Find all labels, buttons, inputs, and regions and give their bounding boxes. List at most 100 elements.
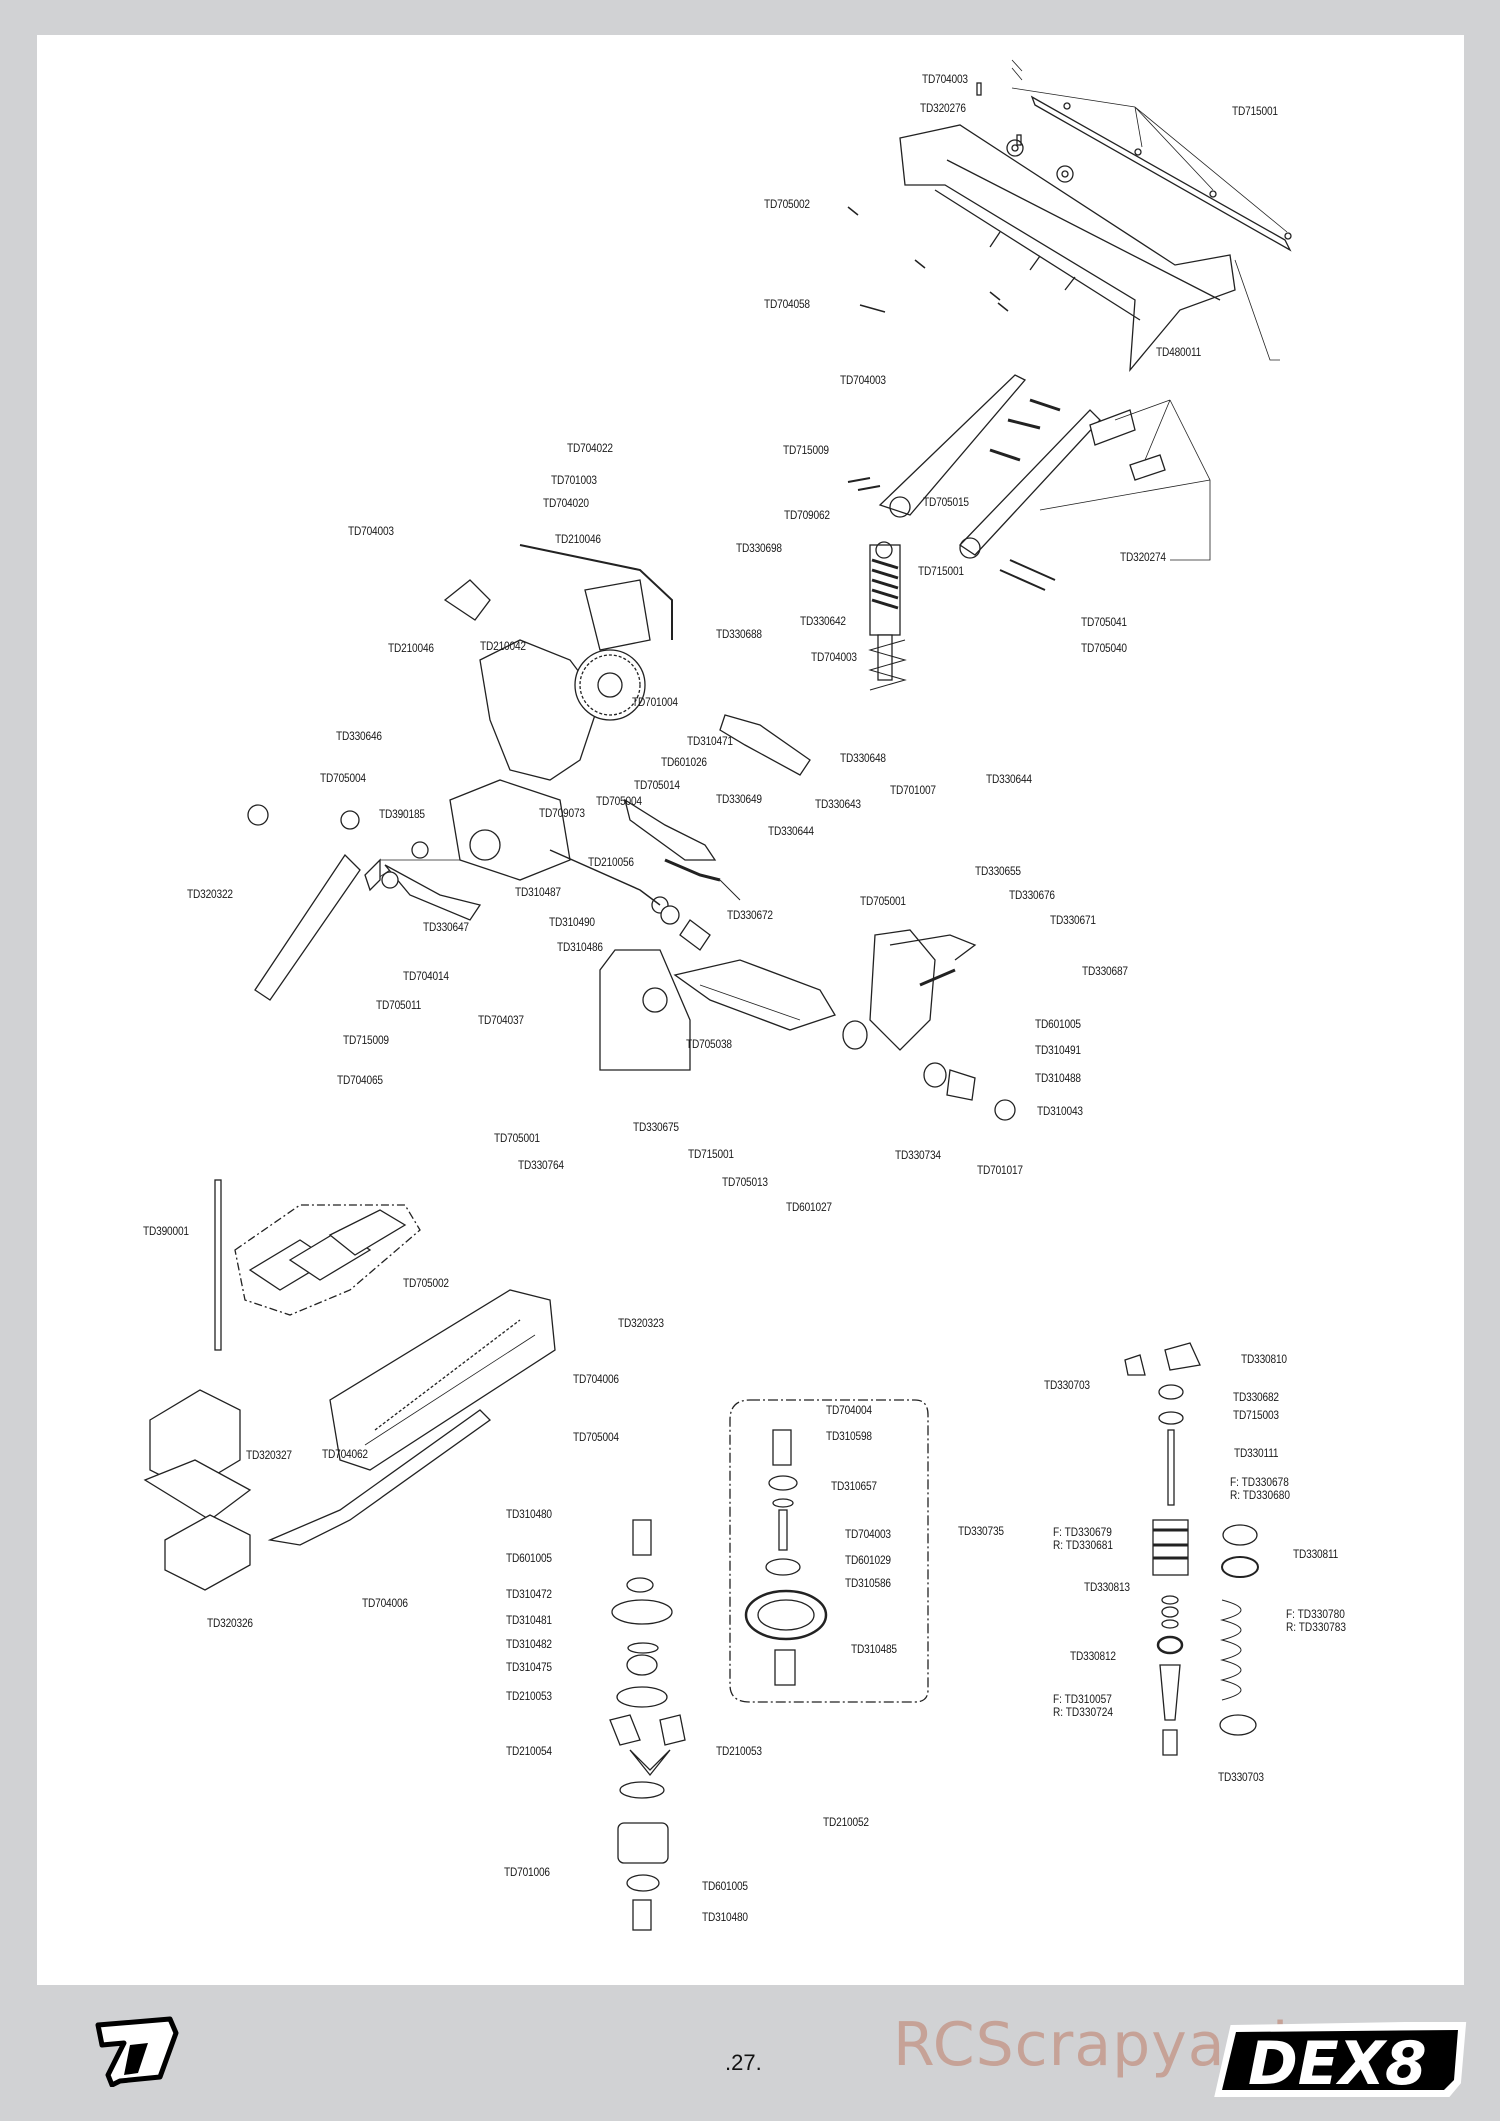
part-label: TD330646: [336, 731, 382, 743]
part-label: TD701004: [632, 697, 678, 709]
part-label: TD715003: [1233, 1410, 1279, 1422]
center-diff-drawing: [609, 1519, 686, 1931]
part-label: TD210053: [716, 1746, 762, 1758]
part-label: F: TD330780 R: TD330783: [1286, 1609, 1347, 1634]
part-label: TD480011: [1156, 347, 1202, 359]
part-label: TD601005: [702, 1881, 748, 1893]
part-label: TD330813: [1084, 1582, 1130, 1594]
part-label: TD330764: [518, 1160, 564, 1172]
dex8-model-logo: DEX8: [1214, 2022, 1467, 2097]
part-label: TD705004: [320, 773, 366, 785]
model-logo-text: DEX8: [1248, 2029, 1427, 2097]
part-label: TD330687: [1082, 966, 1128, 978]
part-label: TD704020: [543, 498, 589, 510]
part-label: TD704037: [478, 1015, 524, 1027]
part-label: TD310481: [506, 1615, 552, 1627]
part-label: TD330703: [1044, 1380, 1090, 1392]
part-label: TD705004: [596, 796, 642, 808]
part-label: TD705013: [722, 1177, 768, 1189]
part-label: TD330688: [716, 629, 762, 641]
part-label: TD705004: [573, 1432, 619, 1444]
part-label: TD715001: [918, 566, 964, 578]
part-label: TD210053: [506, 1691, 552, 1703]
part-label: TD330698: [736, 543, 782, 555]
part-label: TD704006: [362, 1598, 408, 1610]
part-label: F: TD330679 R: TD330681: [1053, 1527, 1114, 1552]
part-label: TD704022: [567, 443, 613, 455]
wing-mount-drawing: [847, 374, 1211, 591]
part-label: TD310598: [826, 1431, 872, 1443]
part-label: TD715009: [343, 1035, 389, 1047]
part-label: TD704003: [922, 74, 968, 86]
part-label: TD704004: [826, 1405, 872, 1417]
part-label: TD330735: [958, 1526, 1004, 1538]
part-label: TD601029: [845, 1555, 891, 1567]
rear-shock-drawing: [868, 541, 907, 691]
spur-gear-drawing: [729, 1399, 929, 1703]
part-label: TD320326: [207, 1618, 253, 1630]
part-label: TD310480: [702, 1912, 748, 1924]
part-label: TD701017: [977, 1165, 1023, 1177]
part-label: TD330644: [768, 826, 814, 838]
part-label: TD320323: [618, 1318, 664, 1330]
part-label: TD715009: [783, 445, 829, 457]
part-label: TD709073: [539, 808, 585, 820]
part-label: TD310485: [851, 1644, 897, 1656]
part-label: TD330676: [1009, 890, 1055, 902]
page-number: .27.: [725, 2050, 762, 2075]
shock-exploded-drawing: [1124, 1342, 1259, 1756]
part-label: TD330810: [1241, 1354, 1287, 1366]
part-label: TD210056: [588, 857, 634, 869]
part-label: TD330675: [633, 1122, 679, 1134]
part-label: TD705040: [1081, 643, 1127, 655]
part-label: F: TD330678 R: TD330680: [1230, 1477, 1291, 1502]
part-label: TD601005: [1035, 1019, 1081, 1031]
part-label: TD705001: [860, 896, 906, 908]
part-label: TD330682: [1233, 1392, 1279, 1404]
part-label: TD310475: [506, 1662, 552, 1674]
part-label: TD310488: [1035, 1073, 1081, 1085]
part-label: TD210046: [388, 643, 434, 655]
rear-gearbox-drawing: [247, 544, 811, 1001]
part-label: TD210054: [506, 1746, 552, 1758]
part-label: TD310487: [515, 887, 561, 899]
part-label: TD701007: [890, 785, 936, 797]
part-label: TD705002: [403, 1278, 449, 1290]
part-label: TD310482: [506, 1639, 552, 1651]
part-label: TD705041: [1081, 617, 1127, 629]
part-label: TD330734: [895, 1150, 941, 1162]
part-label: TD330672: [727, 910, 773, 922]
part-label: TD704014: [403, 971, 449, 983]
part-label: TD705038: [686, 1039, 732, 1051]
part-label: TD310491: [1035, 1045, 1081, 1057]
part-label: TD330647: [423, 922, 469, 934]
rear-suspension-drawing: [599, 929, 1016, 1121]
part-label: TD320276: [920, 103, 966, 115]
part-label: TD330648: [840, 753, 886, 765]
part-label: TD705001: [494, 1133, 540, 1145]
part-label: TD705011: [376, 1000, 422, 1012]
radio-tray-drawing: [143, 1179, 556, 1591]
part-label: TD704006: [573, 1374, 619, 1386]
rear-wing-drawing: [847, 59, 1292, 372]
part-label: TD715001: [688, 1149, 734, 1161]
part-label: TD320322: [187, 889, 233, 901]
part-label: TD310586: [845, 1578, 891, 1590]
part-label: TD701003: [551, 475, 597, 487]
part-label: TD210042: [480, 641, 526, 653]
part-label: TD390185: [379, 809, 425, 821]
part-label: TD310490: [549, 917, 595, 929]
part-label: TD310480: [506, 1509, 552, 1521]
part-label: TD310472: [506, 1589, 552, 1601]
part-label: TD704003: [348, 526, 394, 538]
part-label: TD210052: [823, 1817, 869, 1829]
part-label: TD210046: [555, 534, 601, 546]
part-label: TD704058: [764, 299, 810, 311]
part-label: TD705015: [923, 497, 969, 509]
part-label: TD330812: [1070, 1651, 1116, 1663]
part-label: TD310657: [831, 1481, 877, 1493]
part-label: TD704003: [845, 1529, 891, 1541]
part-label: TD601026: [661, 757, 707, 769]
part-label: TD330671: [1050, 915, 1096, 927]
